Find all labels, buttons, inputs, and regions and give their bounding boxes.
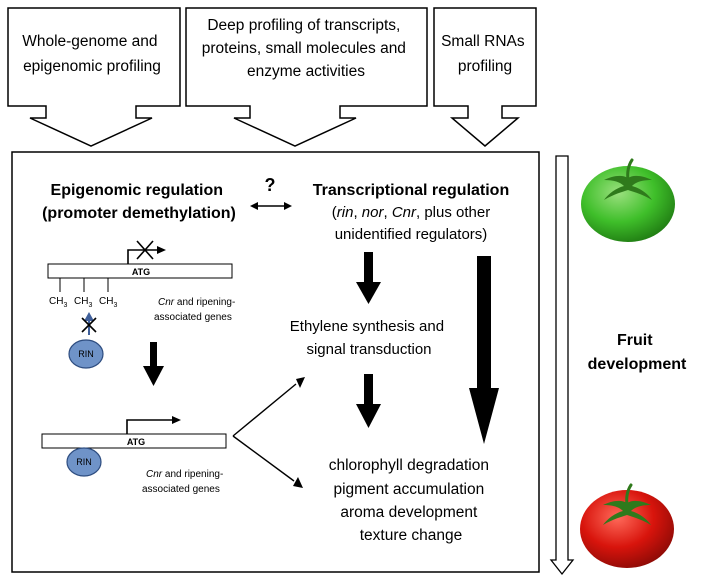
atg-label-2: ATG [127,437,145,447]
source-genome-line-2: epigenomic profiling [23,58,161,75]
svg-text:Deep profiling of transcripts,: Deep profiling of transcripts, proteins,… [202,17,411,80]
source-genome-line-1: Whole-genome and [22,33,157,50]
transcription-to-ethylene-arrow [356,252,381,304]
atg-label-1: ATG [132,267,150,277]
source-deep-line-1: Deep profiling of transcripts, [207,17,400,34]
blocked-rin-binding [81,312,97,335]
question-mark: ? [265,175,276,195]
gene-diagram-active: ATG RIN Cnr and ripening- associated gen… [41,416,227,495]
regulator-cnr: Cnr [392,204,417,221]
fruit-label-line-2: development [588,356,687,373]
source-deep-line-3: enzyme activities [247,63,365,80]
outcome-aroma: aroma development [340,504,478,521]
rin-protein-1 [68,339,104,369]
transcriptional-title: Transcriptional regulation [313,182,509,199]
green-tomato-icon [581,158,675,242]
rin-label-1: RIN [78,349,94,359]
transcriptional-regulators: (rin, nor, Cnr, plus other [332,204,490,221]
source-deep-line-2: proteins, small molecules and [202,40,406,57]
epigenomic-title-line-2: (promoter demethylation) [42,205,236,222]
gene-note-1: Cnr and ripening- [158,297,235,308]
methyl-group-1: CH3 [49,296,67,309]
fruit-development-label: Fruit development [588,332,687,373]
gene-note-2-line-2: associated genes [142,484,220,495]
transcription-to-outcomes-arrow [469,256,499,444]
source-box-genome: Whole-genome and epigenomic profiling [7,7,181,147]
ethylene-to-outcomes-arrow [356,374,381,428]
gene-note-2: Cnr and ripening- [146,469,223,480]
main-frame [11,151,540,573]
regulator-nor: nor [362,204,385,221]
methyl-group-3: CH3 [99,296,117,309]
regulator-rin: rin [337,204,354,221]
outcome-texture: texture change [360,527,463,544]
outcomes-list: chlorophyll degradation pigment accumula… [329,457,494,544]
source-box-deep-profiling: Deep profiling of transcripts, proteins,… [185,7,428,147]
regulator-suffix: plus other [424,204,490,221]
rin-label-2: RIN [76,457,92,467]
gene-to-ethylene-arrow [232,377,305,437]
rin-protein-2 [66,447,102,477]
outcome-pigment: pigment accumulation [333,481,484,498]
bidirectional-arrow [250,202,292,210]
ethylene-text: Ethylene synthesis and signal transducti… [290,318,448,358]
epigenomic-title: Epigenomic regulation (promoter demethyl… [42,182,236,222]
source-box-small-rnas: Small RNAs profiling [433,7,537,147]
transcriptional-line-3: unidentified regulators) [335,226,488,243]
svg-text:Small RNAs profiling: Small RNAs profiling [441,33,529,75]
transcription-start-arrow [126,416,181,434]
fruit-development-arrow [549,155,575,576]
ethylene-line-1: Ethylene synthesis and [290,318,444,335]
outcome-chlorophyll: chlorophyll degradation [329,457,489,474]
svg-text:Whole-genome and epigeno: Whole-genome and epigenomic profiling [22,33,162,75]
demethylation-arrow [143,342,164,386]
fruit-label-line-1: Fruit [617,332,653,349]
red-tomato-icon [580,483,674,568]
methyl-group-2: CH3 [74,296,92,309]
ethylene-line-2: signal transduction [306,341,431,358]
blocked-transcription-arrow [127,240,166,264]
source-rna-line-2: profiling [458,58,512,75]
gene-note-1-line-2: associated genes [154,312,232,323]
gene-to-outcomes-arrow [232,435,303,488]
epigenomic-title-line-1: Epigenomic regulation [51,182,223,199]
gene-diagram-methylated: ATG CH3 CH3 CH3 Cnr and ripening- associ… [47,240,235,369]
source-rna-line-1: Small RNAs [441,33,525,50]
